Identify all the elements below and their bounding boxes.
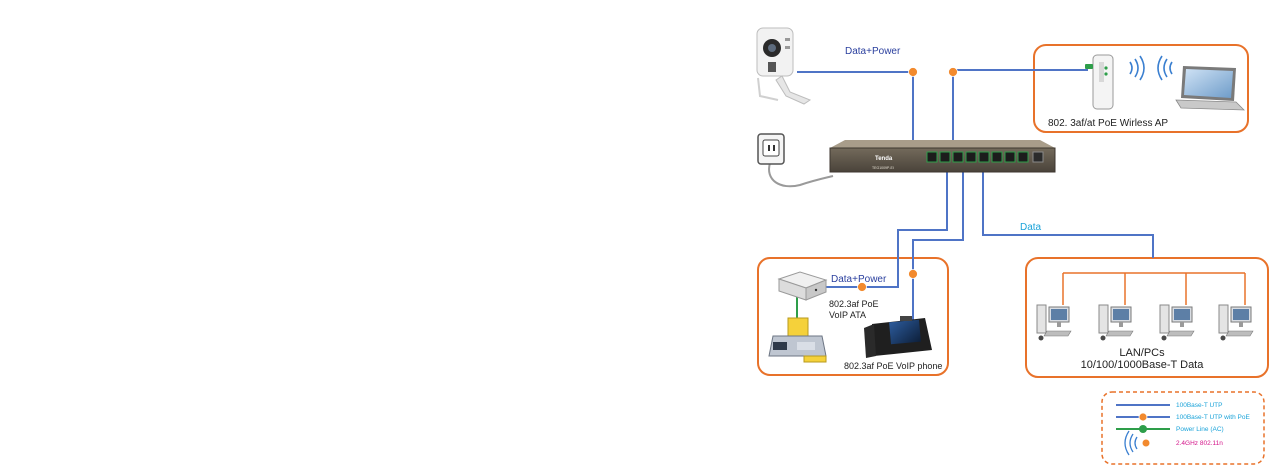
- ata-label-line1: 802.3af PoE: [829, 299, 879, 309]
- legend-wifi-icon: [1124, 430, 1138, 456]
- legend: 100Base-T UTP 100Base-T UTP with PoE Pow…: [1116, 402, 1250, 456]
- voip-ata-icon: [777, 271, 828, 301]
- lan-label-line2: 10/100/1000Base-T Data: [1081, 359, 1205, 371]
- data-power-ata-label: Data+Power: [831, 274, 887, 285]
- switch-port: [1004, 151, 1016, 163]
- switch-port: [978, 151, 990, 163]
- switch-port: [1032, 151, 1044, 163]
- cables: [768, 69, 1154, 322]
- legend-box: [1101, 391, 1265, 465]
- switch-port: [926, 151, 938, 163]
- legend-label-poe: 100Base-T UTP with PoE: [1176, 414, 1250, 421]
- lan-label-line1: LAN/PCs: [1119, 347, 1165, 359]
- switch-port: [1017, 151, 1029, 163]
- data-lan-label: Data: [1020, 222, 1042, 233]
- ata-label-line2: VoIP ATA: [829, 310, 866, 320]
- wireless-ap-group-box: [1033, 44, 1249, 133]
- phone-poe-cable: [912, 170, 964, 320]
- data-power-top-label: Data+Power: [845, 46, 901, 57]
- ata-poe-cable: [822, 170, 948, 288]
- switch-port: [939, 151, 951, 163]
- switch-brand-label: Tenda: [875, 156, 893, 162]
- legend-label-power: Power Line (AC): [1176, 426, 1224, 433]
- wireless-ap-icon: [1085, 54, 1114, 110]
- lan-data-cable: [982, 170, 1154, 258]
- camera-poe-cable: [797, 71, 914, 145]
- switch-ports: [926, 151, 1044, 163]
- switch-port: [965, 151, 977, 163]
- switch-model-label: TEG1009P-EI: [872, 166, 894, 170]
- lan-pcs: [1036, 304, 1254, 341]
- desktop-pc-icon: [1159, 304, 1195, 341]
- lan-bus: [1062, 272, 1246, 305]
- poe-marker: [908, 67, 918, 77]
- ip-phone-icon: [864, 316, 932, 358]
- laptop-icon: [1175, 66, 1245, 111]
- power-adapter-icon: [757, 133, 785, 165]
- switch-port: [991, 151, 1003, 163]
- ap-label: 802. 3af/at PoE Wirless AP: [1048, 118, 1168, 129]
- ap-poe-cable: [952, 69, 1088, 145]
- legend-poe-marker: [1138, 412, 1148, 422]
- voip-phone-label: 802.3af PoE VoIP phone: [844, 361, 942, 371]
- switch-port: [952, 151, 964, 163]
- poe-marker: [908, 269, 918, 279]
- desktop-pc-icon: [1218, 304, 1254, 341]
- legend-label-utp: 100Base-T UTP: [1176, 402, 1222, 409]
- lan-group-box: [1025, 257, 1269, 378]
- legend-power-marker: [1139, 425, 1147, 433]
- poe-switch-icon: Tenda TEG1009P-EI: [829, 140, 1056, 173]
- power-cord: [768, 162, 834, 188]
- legend-label-wifi: 2.4GHz 802.11n: [1176, 440, 1223, 447]
- desktop-pc-icon: [1098, 304, 1134, 341]
- poe-marker: [948, 67, 958, 77]
- wifi-signal-icon: [1129, 55, 1173, 81]
- legend-wifi-marker: [1142, 439, 1150, 447]
- desktop-pc-icon: [1036, 304, 1072, 341]
- ip-camera-icon: [756, 27, 812, 105]
- poe-marker: [857, 282, 867, 292]
- fax-machine-icon: [768, 317, 827, 363]
- voip-group-box: [757, 257, 949, 376]
